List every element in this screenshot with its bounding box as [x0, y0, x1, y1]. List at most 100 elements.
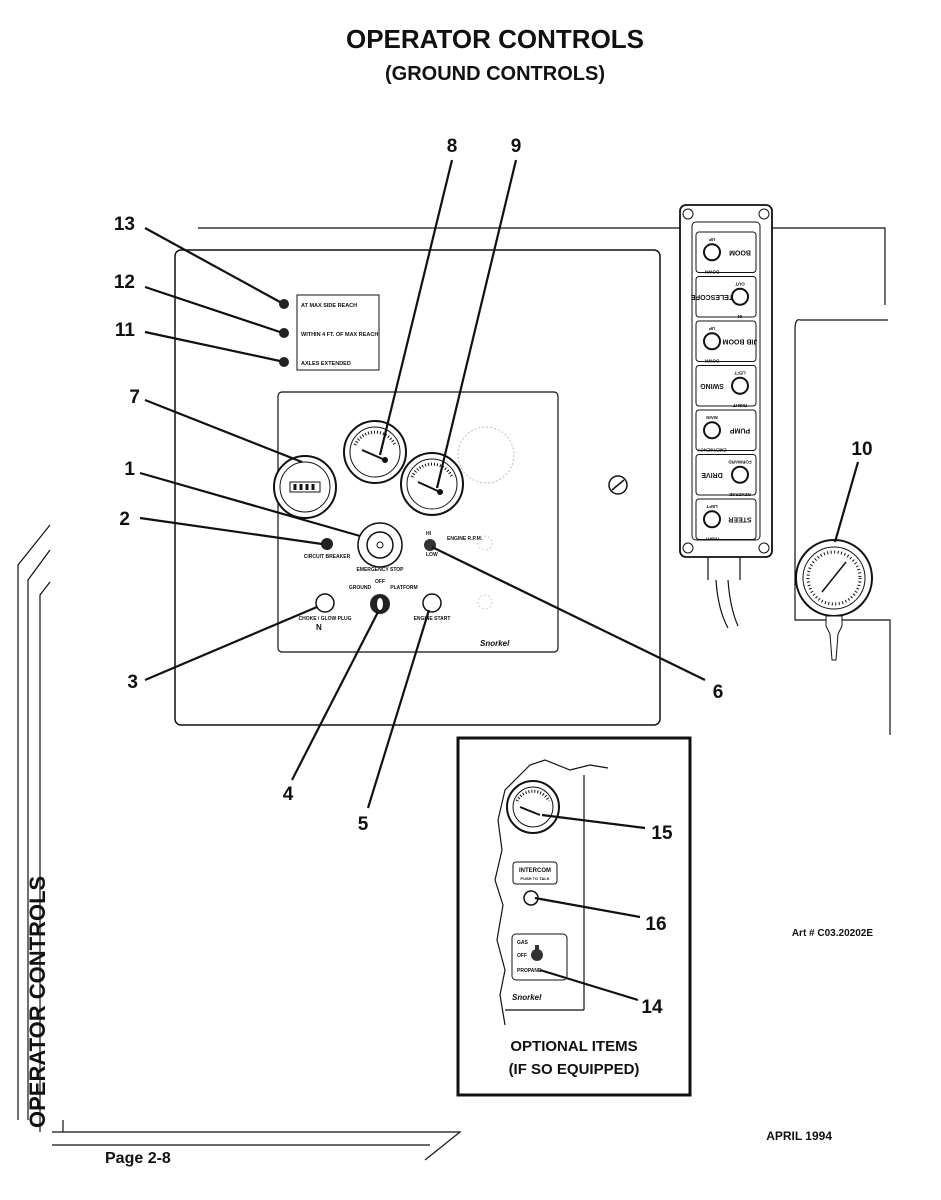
gauge-8: [343, 420, 407, 484]
warning-label: AT MAX SIDE REACH WITHIN 4 FT. OF MAX RE…: [296, 294, 380, 371]
panel-latch-slot: [611, 479, 625, 491]
pendant-switch-drive[interactable]: [731, 465, 749, 484]
choke-glow-plug-button[interactable]: [315, 593, 335, 613]
rpm-low-label: LOW: [426, 552, 438, 558]
pendant-section-drive: DRIVE FORWARD REVERSE: [695, 454, 757, 497]
pendant-label: STEER: [728, 515, 751, 522]
side-tab-label: OPERATOR CONTROLS: [25, 876, 50, 1128]
gauge-9: [400, 452, 464, 516]
callout-11: 11: [115, 320, 136, 341]
indicator-light-axles-extended: [279, 357, 289, 367]
pendant-section-swing: SWING LEFT RIGHT: [695, 365, 757, 408]
fuel-propane-label: PROPANE: [517, 968, 542, 974]
callout-3: 3: [127, 672, 138, 693]
engine-start-button[interactable]: [422, 593, 442, 613]
callout-5: 5: [358, 814, 369, 835]
callout-16: 16: [645, 914, 666, 935]
pendant-position-b: IN: [738, 314, 743, 319]
engine-rpm-label: ENGINE R.P.M.: [447, 536, 483, 542]
callout-9: 9: [511, 136, 522, 157]
callout-12: 12: [114, 272, 135, 293]
pendant-section-pump: PUMP MAIN EMERGENCY: [695, 409, 757, 453]
pendant-section-telescope: TELESCOPE OUT IN: [690, 276, 757, 319]
callout-2: 2: [119, 509, 130, 530]
key-ground-label: GROUND: [349, 585, 372, 591]
pendant-position-b: DOWN: [705, 270, 719, 275]
pendant-label: BOOM: [729, 248, 751, 255]
hour-meter: [273, 455, 337, 519]
pendant-switch-swing[interactable]: [731, 376, 749, 395]
pendant-label: TELESCOPE: [690, 293, 733, 300]
blank-gauge-opening: [457, 426, 515, 484]
engine-start-label: ENGINE START: [414, 616, 451, 622]
optional-items-box: INTERCOM PUSH TO TALK GAS OFF PROPANE Sn…: [456, 736, 692, 1097]
pendant-switch-telescope[interactable]: [731, 287, 749, 306]
page-number: Page 2-8: [105, 1150, 171, 1167]
page-title: OPERATOR CONTROLS: [346, 24, 644, 54]
side-tab: OPERATOR CONTROLS: [17, 524, 462, 1161]
fuel-off-label: OFF: [517, 953, 527, 959]
callout-7: 7: [129, 387, 140, 408]
pendant-position-a: LEFT: [734, 371, 745, 376]
callout-15: 15: [651, 823, 673, 844]
callout-13: 13: [114, 214, 135, 235]
pendant-position-b: REVERSE: [729, 492, 751, 497]
callout-14: 14: [641, 997, 663, 1018]
pendant-label: PUMP: [730, 426, 751, 433]
optional-subtitle: (IF SO EQUIPPED): [509, 1061, 640, 1078]
rpm-hi-label: HI: [426, 531, 432, 537]
pendant-position-b: RIGHT: [733, 403, 747, 408]
optional-title: OPTIONAL ITEMS: [510, 1038, 637, 1055]
pendant-switch-boom[interactable]: [703, 243, 721, 262]
leader-lines: [139, 159, 860, 1002]
key-platform-label: PLATFORM: [390, 585, 417, 591]
pendant-position-b: RIGHT: [705, 537, 719, 542]
blank-switch-opening: [477, 535, 493, 551]
optional-gauge: [506, 780, 560, 834]
circuit-breaker[interactable]: [321, 538, 333, 550]
emergency-stop-label: EMERGENCY STOP: [356, 567, 404, 573]
pendant-label: DRIVE: [701, 471, 723, 478]
callout-10: 10: [851, 439, 872, 460]
pendant-position-a: OUT: [735, 282, 745, 287]
pressure-gauge: [795, 539, 873, 661]
indicator-light-within-4ft: [279, 328, 289, 338]
warning-line-2: WITHIN 4 FT. OF MAX REACH: [301, 332, 378, 338]
brand-logo: Snorkel: [480, 639, 510, 648]
callout-8: 8: [447, 136, 458, 157]
pendant-label: SWING: [700, 382, 724, 389]
blank-switch-opening: [477, 594, 493, 610]
pendant-label: JIB BOOM: [723, 337, 758, 344]
pendant-position-a: UP: [709, 326, 715, 331]
pendant-switch-pump[interactable]: [703, 421, 721, 440]
art-number: Art # C03.20202E: [792, 928, 873, 939]
warning-line-3: AXLES EXTENDED: [301, 361, 351, 367]
intercom-label: INTERCOM: [519, 868, 551, 874]
fuel-gas-label: GAS: [517, 940, 529, 946]
callout-6: 6: [713, 682, 724, 703]
callout-4: 4: [283, 784, 294, 805]
indicator-light-max-side-reach: [279, 299, 289, 309]
date: APRIL 1994: [766, 1129, 832, 1143]
pendant-position-b: EMERGENCY: [697, 448, 726, 453]
pendant-position-a: LEFT: [706, 504, 717, 509]
choke-symbol: N: [316, 623, 322, 632]
circuit-breaker-label: CIRCUIT BREAKER: [304, 554, 351, 560]
ground-control-plate: [277, 391, 559, 653]
choke-label: CHOKE / GLOW PLUG: [298, 616, 351, 622]
key-selector-switch[interactable]: [370, 594, 390, 614]
pendant-switch-steer[interactable]: [703, 510, 721, 529]
fuel-selector-switch[interactable]: [531, 945, 543, 961]
page-subtitle: (GROUND CONTROLS): [385, 63, 605, 85]
brand-logo-optional: Snorkel: [512, 993, 542, 1002]
pendant-switch-jib-boom[interactable]: [703, 332, 721, 351]
warning-line-1: AT MAX SIDE REACH: [301, 303, 357, 309]
callout-1: 1: [124, 459, 135, 480]
pendant-position-a: FORWARD: [728, 460, 752, 465]
pendant-position-a: MAIN: [706, 415, 718, 420]
emergency-stop-button[interactable]: [357, 522, 403, 568]
